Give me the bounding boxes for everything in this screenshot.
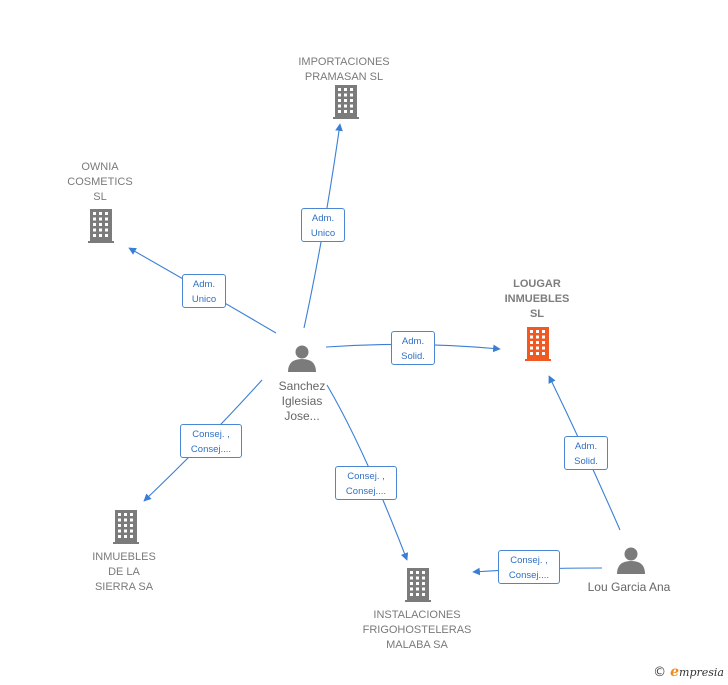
node-label-line: INMUEBLES bbox=[504, 293, 570, 305]
edge-label-e5[interactable]: Consej. , Consej.... bbox=[335, 466, 397, 500]
building-icon-instalaciones[interactable] bbox=[405, 568, 431, 602]
person-icon-lou[interactable] bbox=[617, 547, 645, 575]
edge-label-line: Adm. bbox=[192, 279, 216, 290]
edge-label-line: Solid. bbox=[574, 456, 598, 467]
edge-label-line: Adm. bbox=[401, 336, 425, 347]
edge-label-line: Unico bbox=[191, 294, 217, 305]
edge-label-line: Consej. , bbox=[347, 471, 385, 482]
node-label-line: MALABA SA bbox=[386, 639, 448, 651]
node-label-lou[interactable]: Lou Garcia Ana bbox=[574, 580, 684, 595]
node-label-line: LOUGAR bbox=[513, 278, 561, 290]
node-label-line: Sanchez bbox=[278, 379, 326, 393]
edge-label-line: Consej.... bbox=[345, 486, 387, 497]
node-label-line: Lou Garcia Ana bbox=[587, 580, 671, 594]
building-icon-importaciones[interactable] bbox=[333, 85, 359, 119]
edge-label-e4[interactable]: Consej. , Consej.... bbox=[180, 424, 242, 458]
node-label-ownia[interactable]: OWNIA COSMETICS SL bbox=[50, 160, 150, 205]
node-label-line: PRAMASAN SL bbox=[304, 71, 384, 83]
node-label-line: OWNIA bbox=[81, 161, 119, 173]
node-label-line: IMPORTACIONES bbox=[298, 56, 390, 68]
edge-label-e6[interactable]: Adm. Solid. bbox=[564, 436, 608, 470]
node-label-instalaciones[interactable]: INSTALACIONES FRIGOHOSTELERAS MALABA SA bbox=[342, 608, 492, 653]
node-label-line: Iglesias bbox=[281, 394, 323, 408]
brand-e: e bbox=[670, 664, 680, 680]
edge-label-line: Consej. , bbox=[192, 429, 230, 440]
node-label-line: SL bbox=[529, 308, 545, 320]
node-label-importaciones[interactable]: IMPORTACIONES PRAMASAN SL bbox=[274, 55, 414, 85]
edge-label-e7[interactable]: Consej. , Consej.... bbox=[498, 550, 560, 584]
icons-layer bbox=[88, 85, 645, 602]
node-label-line: SL bbox=[93, 191, 107, 203]
copyright-icon: © bbox=[653, 664, 667, 680]
edge-label-e3[interactable]: Adm. Solid. bbox=[391, 331, 435, 365]
node-label-line: FRIGOHOSTELERAS bbox=[362, 624, 472, 636]
edge-sanchez-to-instalaciones bbox=[326, 384, 409, 561]
edge-label-line: Adm. bbox=[311, 213, 335, 224]
building-icon-inmuebles_sierra[interactable] bbox=[113, 510, 139, 544]
building-icon-ownia[interactable] bbox=[88, 209, 114, 243]
edge-label-line: Unico bbox=[310, 228, 336, 239]
building-icon-lougar[interactable] bbox=[525, 327, 551, 361]
node-label-lougar[interactable]: LOUGAR INMUEBLES SL bbox=[482, 277, 592, 322]
edge-label-e1[interactable]: Adm. Unico bbox=[301, 208, 345, 242]
node-label-line: INSTALACIONES bbox=[373, 609, 461, 621]
node-label-line: INMUEBLES bbox=[92, 551, 156, 563]
brand-name: mpresia bbox=[679, 666, 724, 679]
node-label-line: DE LA bbox=[108, 566, 140, 578]
edge-label-line: Solid. bbox=[401, 351, 425, 362]
footer-brand[interactable]: © empresia bbox=[653, 664, 724, 680]
edge-label-line: Consej.... bbox=[190, 444, 232, 455]
edge-label-line: Consej. , bbox=[510, 555, 548, 566]
node-label-line: SIERRA SA bbox=[94, 581, 154, 593]
person-icon-sanchez[interactable] bbox=[288, 345, 316, 373]
node-label-line: Jose... bbox=[284, 409, 320, 423]
edge-label-e2[interactable]: Adm. Unico bbox=[182, 274, 226, 308]
node-label-inmuebles_sierra[interactable]: INMUEBLES DE LA SIERRA SA bbox=[69, 550, 179, 595]
node-label-line: COSMETICS bbox=[67, 176, 133, 188]
edge-label-line: Adm. bbox=[574, 441, 598, 452]
edge-label-line: Consej.... bbox=[508, 570, 550, 581]
